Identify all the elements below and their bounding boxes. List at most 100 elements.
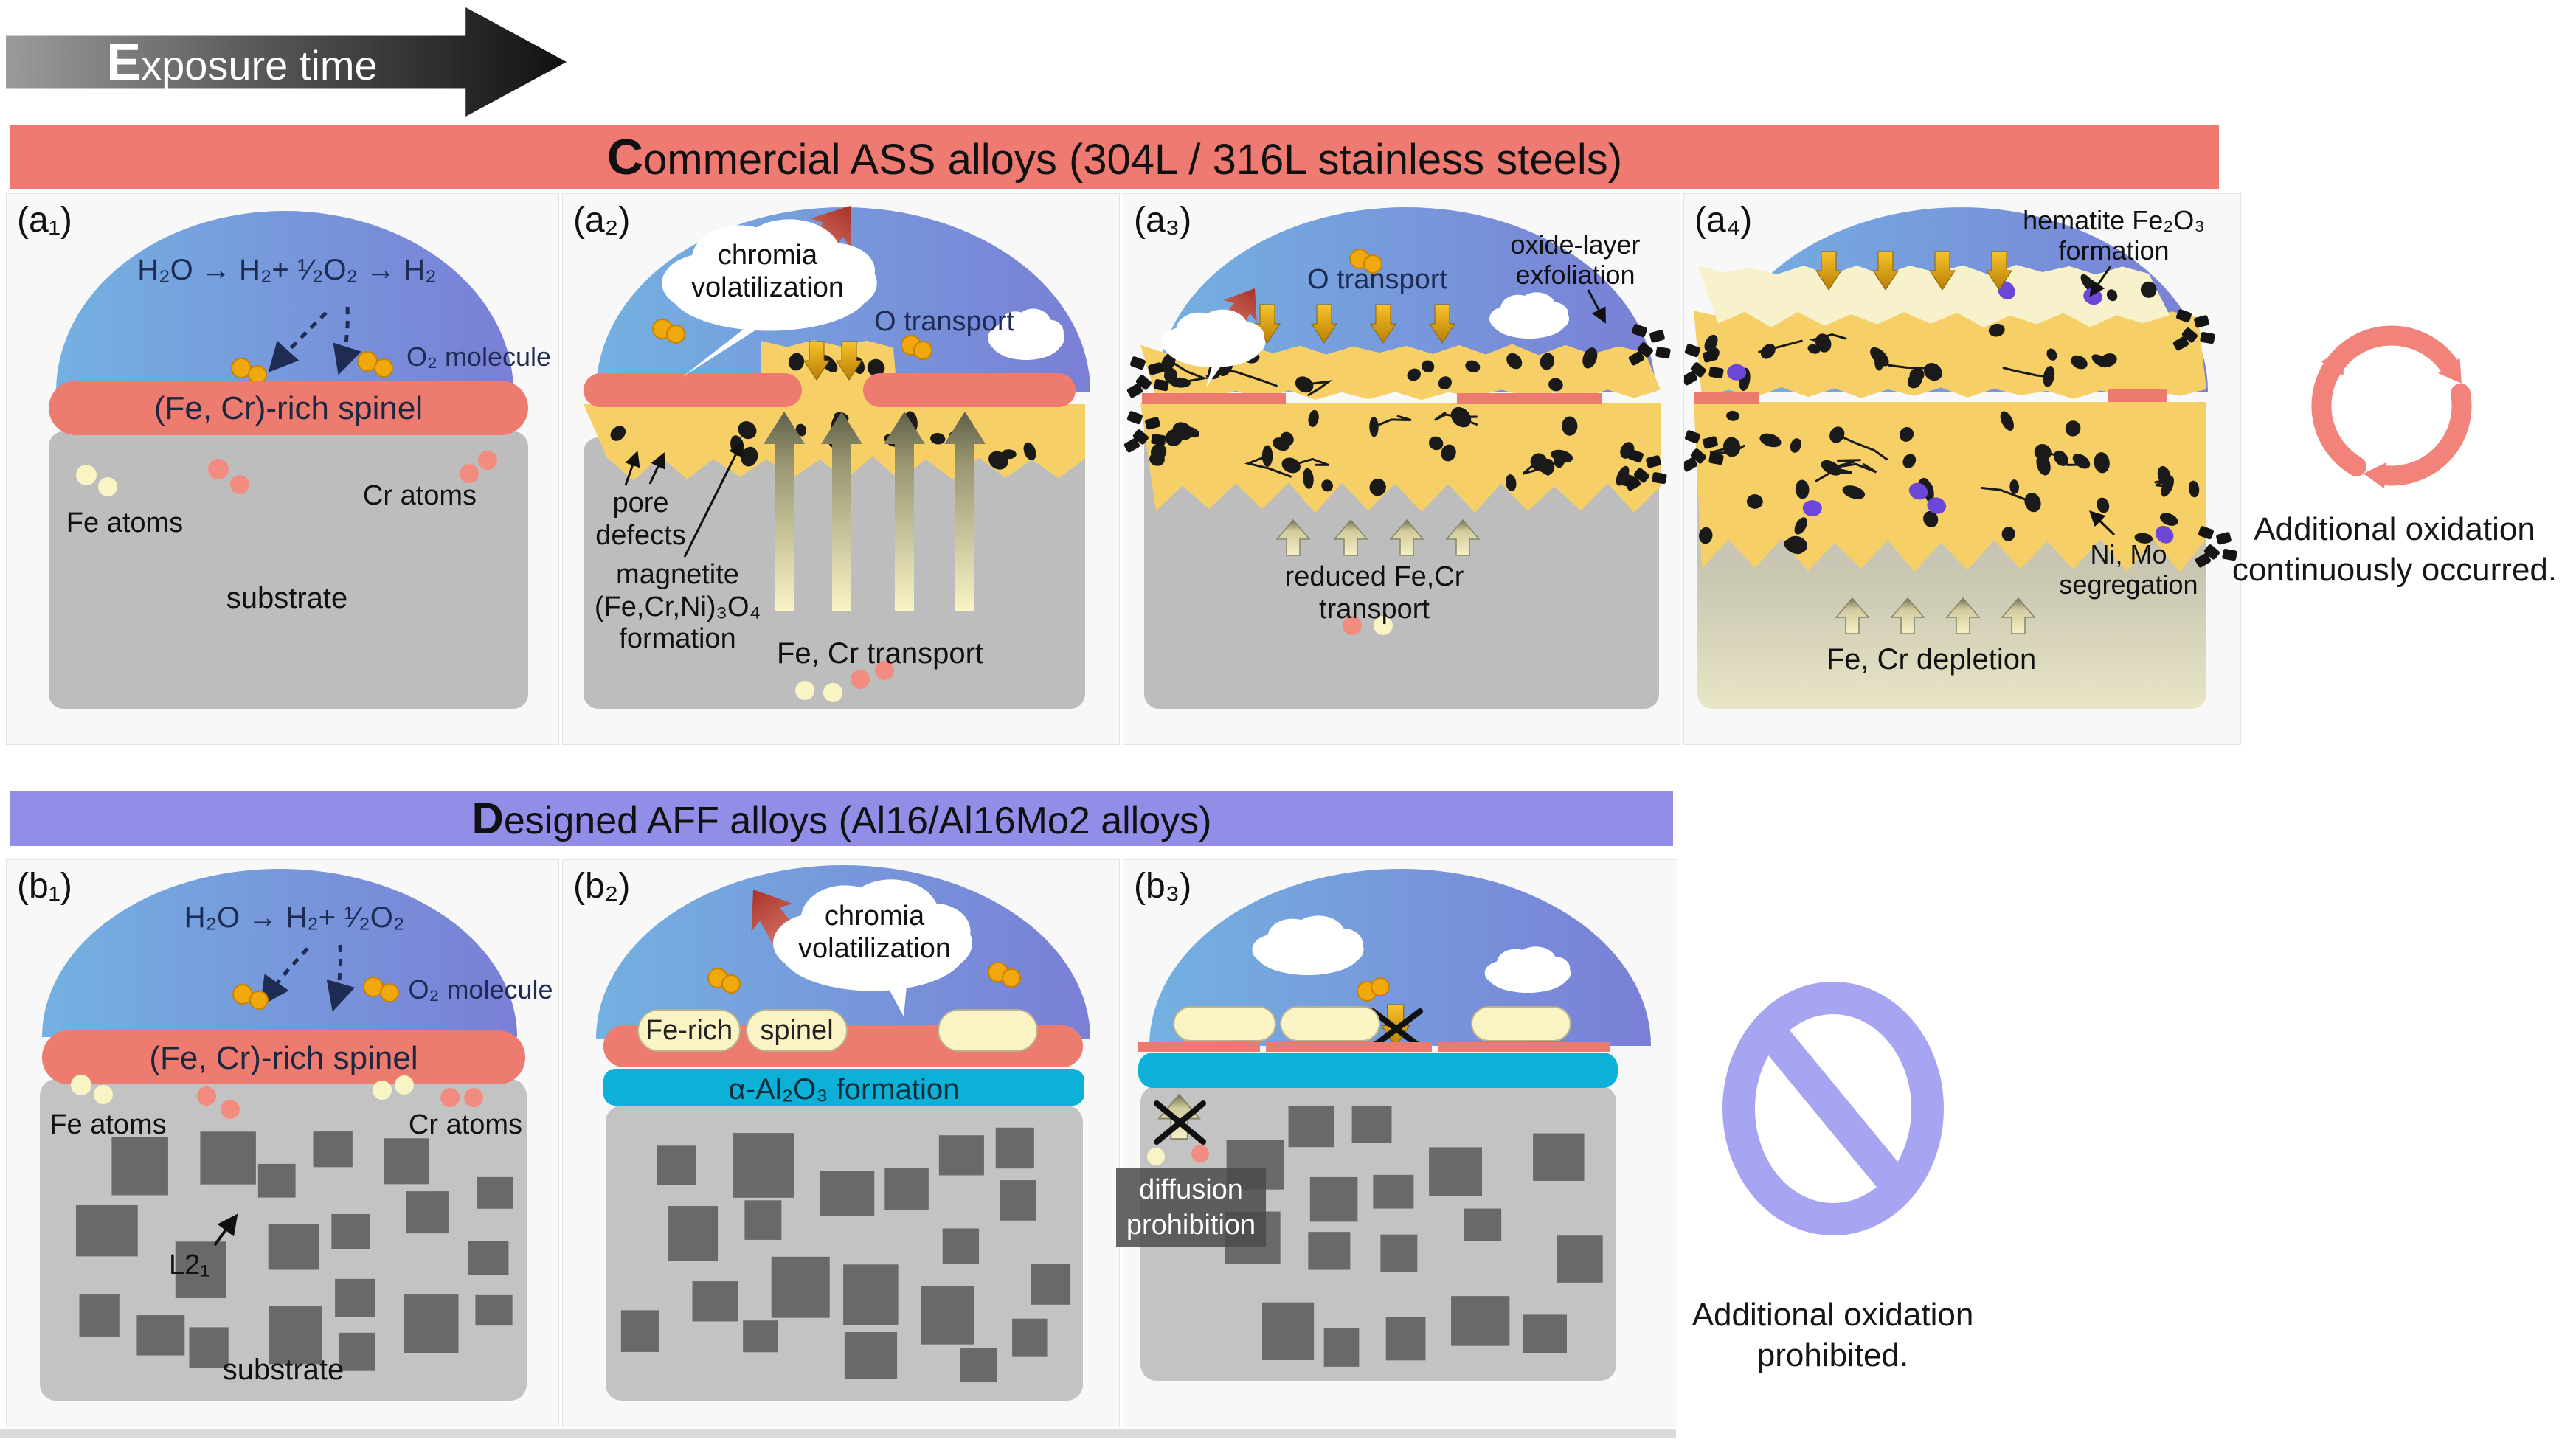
panel-a2-tag: (a₂) — [573, 201, 631, 240]
panel-a3: (a₃) O transport oxide-layer exfoliation… — [1123, 193, 1680, 745]
exfoliated-flakes — [1684, 430, 1724, 472]
section-b-title-first: D — [471, 794, 504, 843]
fe-rich-capsule: Fe-rich — [637, 1009, 741, 1052]
o-transport-label: O transport — [873, 306, 1015, 337]
chromia-volatilization-label: chromia volatilization — [798, 901, 951, 964]
continuous-oxidation-caption: Additional oxidation continuously occurr… — [2232, 511, 2558, 588]
diffusion-prohibition-label: diffusion prohibition — [1116, 1168, 1266, 1247]
panel-b2-art — [596, 865, 1090, 1401]
no-entry-icon — [1722, 982, 1944, 1235]
o2-molecule-icon — [707, 962, 1021, 994]
oxide-layer-lower — [1694, 402, 2206, 572]
x-mark-icon — [1154, 1100, 1206, 1145]
section-b-banner: Designed AFF alloys (Al16/Al16Mo2 alloys… — [10, 791, 1673, 846]
cloud-icon — [662, 219, 877, 377]
spinel-layer — [49, 381, 528, 435]
bottom-strip — [0, 1429, 1676, 1438]
pore-defects-label: pore defects — [595, 488, 686, 551]
cloud-icon — [988, 308, 1064, 360]
panel-b1: (b₁) H₂O → H₂+ ¹⁄₂O₂ O₂ molecule (Fe, Cr… — [6, 859, 559, 1427]
exfoliated-flakes — [1126, 356, 1169, 398]
fe-atom-dot — [1147, 1148, 1165, 1165]
oxide-layer-upper — [1140, 344, 1661, 401]
panel-b1-art — [40, 869, 527, 1401]
magnetite-formation-label: magnetite (Fe,Cr,Ni)₃O₄ formation — [594, 559, 761, 655]
spinel-capsule: spinel — [746, 1009, 848, 1052]
panel-a2-art — [584, 194, 1090, 709]
o2-molecule-icon — [1357, 977, 1390, 1002]
fe-atom-dots — [76, 465, 117, 496]
water-splitting-formula: H₂O → H₂+ ¹⁄₂O₂ — [184, 901, 405, 934]
annotation-arrows — [2088, 266, 2116, 536]
panel-a1-tag: (a₁) — [17, 201, 72, 240]
panel-a3-tag: (a₃) — [1134, 201, 1192, 240]
cloud-icon — [1489, 292, 1569, 339]
cr-atom-dots — [197, 1086, 483, 1119]
oxide-capsule — [1471, 1006, 1571, 1041]
cloud-icon — [773, 879, 972, 1016]
section-b-title: esigned AFF alloys (Al16/Al16Mo2 alloys) — [503, 800, 1212, 842]
substrate-label: substrate — [222, 1353, 344, 1386]
spinel-label: (Fe, Cr)-rich spinel — [153, 390, 423, 426]
reduced-transport-label: reduced Fe,Cr transport — [1284, 561, 1464, 625]
alumina-layer — [603, 1069, 1084, 1106]
panel-b2-tag: (b₂) — [573, 867, 631, 906]
spinel-remnant-right — [2108, 389, 2167, 402]
spinel-layer-left — [584, 373, 802, 407]
spinel-remnant-left — [1142, 393, 1286, 404]
cr-atom-dot — [1343, 616, 1362, 635]
fe-atoms-label: Fe atoms — [49, 1109, 167, 1140]
o2-molecule-icon — [232, 977, 399, 1010]
steam-dome — [1157, 207, 1655, 392]
o-transport-label: O transport — [1306, 264, 1448, 295]
panel-a4-tag: (a₄) — [1694, 201, 1753, 240]
oxide-capsule — [1173, 1006, 1276, 1041]
o2-molecule-label: O₂ molecule — [406, 342, 552, 372]
panel-b2: (b₂) chromia volatilization Fe-rich spin… — [562, 859, 1120, 1427]
panel-a2: (a₂) chromia volatilization O transport … — [562, 193, 1120, 745]
panel-a4: (a₄) hematite Fe₂O₃ formation Ni, Mo seg… — [1683, 193, 2241, 745]
o2-molecule-icon — [652, 319, 932, 360]
fe-rich-label: Fe-rich — [645, 1014, 733, 1046]
steam-dome — [42, 869, 517, 1037]
panel-b1-tag: (b₁) — [17, 867, 72, 906]
chromia-volatilization-label: chromia volatilization — [691, 240, 844, 303]
alumina-formation-label: α-Al₂O₃ formation — [728, 1073, 960, 1106]
dashed-reaction-arrows — [268, 306, 361, 375]
section-a-title-first: C — [606, 129, 643, 185]
water-splitting-formula: H₂O → H₂+ ¹⁄₂O₂ → H₂ — [137, 254, 437, 286]
o2-molecule-icon — [1349, 249, 1382, 274]
exfoliation-arrow — [1587, 289, 1606, 324]
hematite-formation-label: hematite Fe₂O₃ formation — [2023, 205, 2205, 266]
cloud-icon — [1252, 915, 1364, 975]
steam-dome — [1149, 869, 1651, 1046]
cr-atoms-label: Cr atoms — [362, 480, 477, 511]
exfoliated-flakes — [1628, 324, 1671, 366]
prohibited-oxidation-caption: Additional oxidation prohibited. — [1692, 1297, 1974, 1373]
substrate-label: substrate — [226, 582, 348, 614]
cr-atom-dots — [208, 451, 497, 494]
spinel-capsule-label: spinel — [760, 1014, 834, 1046]
exfoliated-flakes — [1624, 449, 1667, 491]
exfoliated-flakes — [1123, 411, 1166, 453]
substrate-block — [49, 431, 528, 709]
fecr-depletion-label: Fe, Cr depletion — [1826, 643, 2037, 676]
exposure-time-label: Exposure time — [106, 33, 378, 91]
cloud-icon — [1484, 946, 1571, 993]
cloud-icon — [1161, 309, 1266, 387]
spinel-label: (Fe, Cr)-rich spinel — [149, 1040, 418, 1076]
spinel-remnant-right — [1457, 393, 1602, 404]
l21-precipitates — [1225, 1105, 1603, 1367]
section-a-title: ommercial ASS alloys (304L / 316L stainl… — [643, 136, 1623, 184]
panel-b3-art — [1138, 869, 1651, 1381]
fe-atom-dots — [71, 1075, 414, 1104]
cr-atoms-label: Cr atoms — [408, 1109, 523, 1140]
l21-arrow — [213, 1213, 238, 1247]
panel-a1: (a₁) H₂O → H₂+ ¹⁄₂O₂ → H₂ O₂ molecule (F… — [6, 193, 559, 745]
steam-dome — [56, 211, 513, 392]
panel-b3: (b₃) diffusion prohibition — [1116, 859, 1677, 1427]
cr-atom-dots — [851, 661, 894, 689]
panel-a1-art — [49, 211, 528, 709]
fe-atoms-label: Fe atoms — [66, 507, 184, 538]
